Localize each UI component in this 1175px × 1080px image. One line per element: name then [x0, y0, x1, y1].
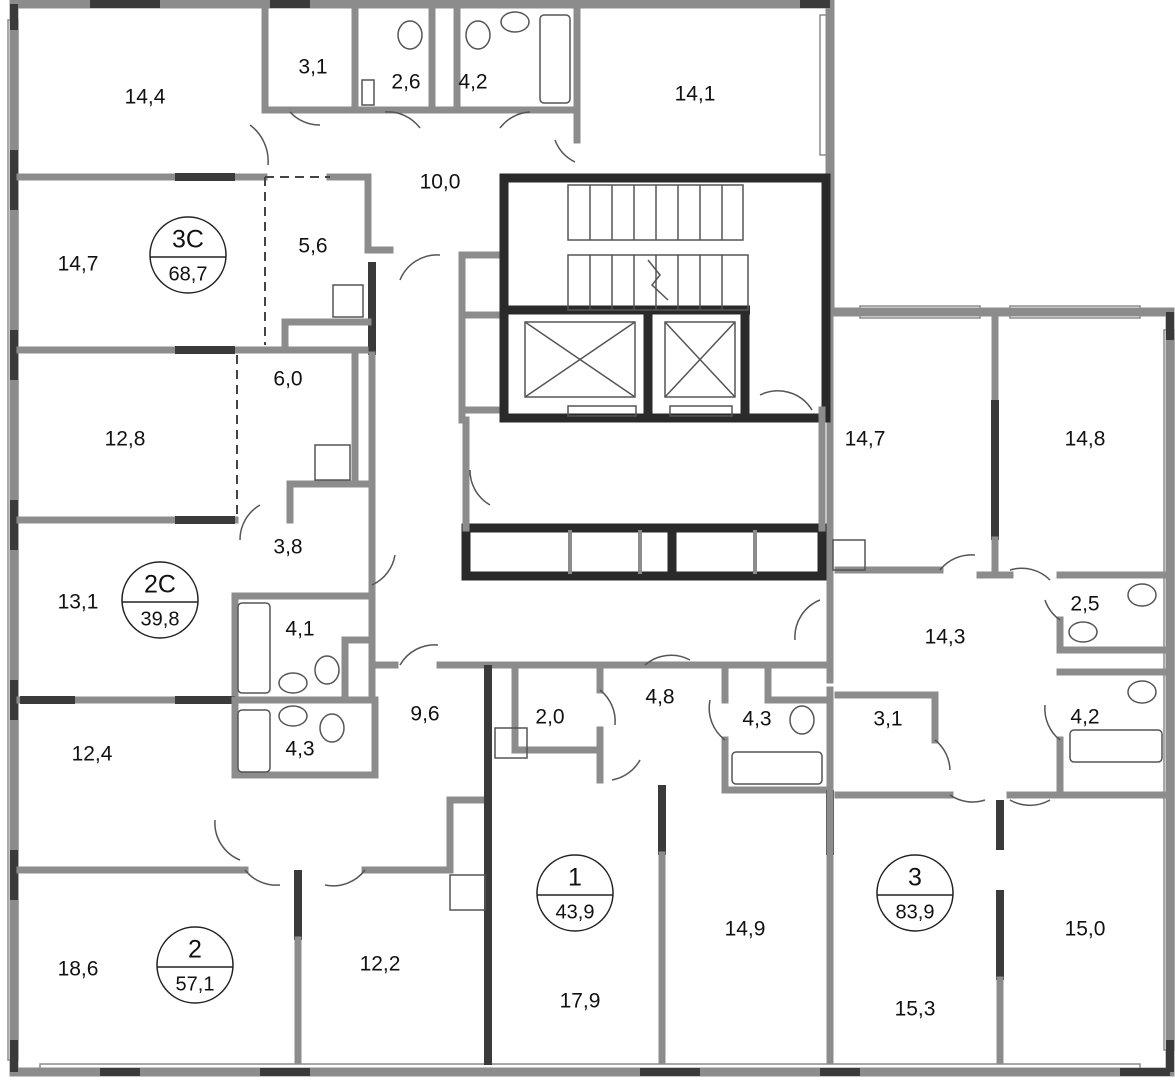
apartment-total-area: 43,9	[556, 901, 595, 923]
bathtub-icon	[539, 14, 571, 104]
sink-icon	[332, 284, 364, 318]
room-area-label: 14,9	[725, 918, 766, 941]
room-area-label: 9,6	[410, 703, 439, 726]
room-area-label: 4,8	[645, 686, 674, 709]
sink-icon	[832, 539, 866, 571]
room-area-label: 4,2	[1070, 706, 1099, 729]
room-area-label: 4,2	[458, 71, 487, 94]
apartment-badge-circle	[121, 561, 199, 639]
elevator-shaft-left	[524, 321, 637, 417]
room-area-label: 14,7	[845, 428, 886, 451]
sink-icon	[449, 874, 486, 911]
sink-icon	[1068, 621, 1098, 643]
bathtub-icon	[1069, 729, 1163, 763]
toilet-icon	[314, 655, 340, 685]
apartment-badge-circle	[156, 926, 234, 1004]
apartment-number: 1	[568, 864, 582, 892]
sink-icon	[314, 444, 351, 481]
apartment-badge-circle	[876, 854, 954, 932]
toilet-icon	[465, 20, 491, 50]
toilet-icon	[1127, 583, 1157, 607]
bathtub-icon	[731, 751, 823, 785]
room-area-label: 4,1	[285, 618, 314, 641]
apartment-badge-circle	[149, 216, 227, 294]
elevator-shaft-right	[664, 321, 736, 417]
toilet-icon	[397, 20, 423, 50]
stair-elevator-core	[461, 173, 831, 581]
room-area-label: 18,6	[58, 958, 99, 981]
room-area-label: 12,4	[72, 743, 113, 766]
room-area-label: 6,0	[273, 368, 302, 391]
apartment-total-area: 83,9	[896, 901, 935, 923]
stair-flight-lower	[567, 254, 749, 311]
room-area-label: 14,7	[58, 253, 99, 276]
toilet-icon	[319, 713, 345, 743]
room-area-label: 15,0	[1065, 918, 1106, 941]
plumbing-fixtures	[237, 11, 1163, 911]
room-area-label: 2,5	[1070, 593, 1099, 616]
apartment-badge: 143,9	[536, 854, 614, 932]
room-area-label: 2,0	[535, 706, 564, 729]
room-area-label: 14,3	[925, 626, 966, 649]
apartment-total-area: 39,8	[141, 608, 180, 630]
room-area-label: 14,4	[125, 86, 166, 109]
apartment-total-area: 68,7	[169, 263, 208, 285]
sink-icon	[494, 727, 528, 759]
room-area-label: 4,3	[285, 738, 314, 761]
apartment-badge: 3С 68,7	[149, 216, 227, 294]
room-area-label: 12,2	[360, 953, 401, 976]
bathtub-icon	[237, 709, 271, 773]
apartment-total-area: 57,1	[176, 973, 215, 995]
sink-icon	[278, 705, 308, 727]
room-area-label: 2,6	[391, 71, 420, 94]
toilet-icon	[1127, 680, 1157, 704]
sink-icon	[500, 11, 530, 33]
interior-walls	[16, 8, 1169, 1065]
room-area-label: 4,3	[742, 708, 771, 731]
apartment-number: 3	[908, 864, 922, 892]
apartment-number: 3С	[172, 226, 204, 254]
apartment-number: 2С	[144, 571, 176, 599]
sink-icon	[278, 672, 308, 694]
room-area-label: 3,1	[298, 56, 327, 79]
toilet-icon	[789, 705, 815, 735]
room-area-label: 5,6	[298, 235, 327, 258]
room-area-label: 3,8	[273, 536, 302, 559]
room-area-label: 13,1	[58, 591, 99, 614]
room-area-label: 17,9	[560, 990, 601, 1013]
room-area-label: 3,1	[873, 708, 902, 731]
apartment-number: 2	[188, 936, 202, 964]
bathtub-icon	[237, 602, 271, 694]
room-area-label: 14,8	[1065, 428, 1106, 451]
doors	[214, 79, 1061, 887]
apartment-badge: 2С 39,8	[121, 561, 199, 639]
room-area-label: 14,1	[675, 83, 716, 106]
apartment-badge: 383,9	[876, 854, 954, 932]
room-area-label: 10,0	[420, 171, 461, 194]
room-area-label: 15,3	[895, 998, 936, 1021]
apartment-badge: 257,1	[156, 926, 234, 1004]
outer-walls	[9, 0, 1175, 1077]
apartment-badge-circle	[536, 854, 614, 932]
room-area-label: 12,8	[105, 428, 146, 451]
